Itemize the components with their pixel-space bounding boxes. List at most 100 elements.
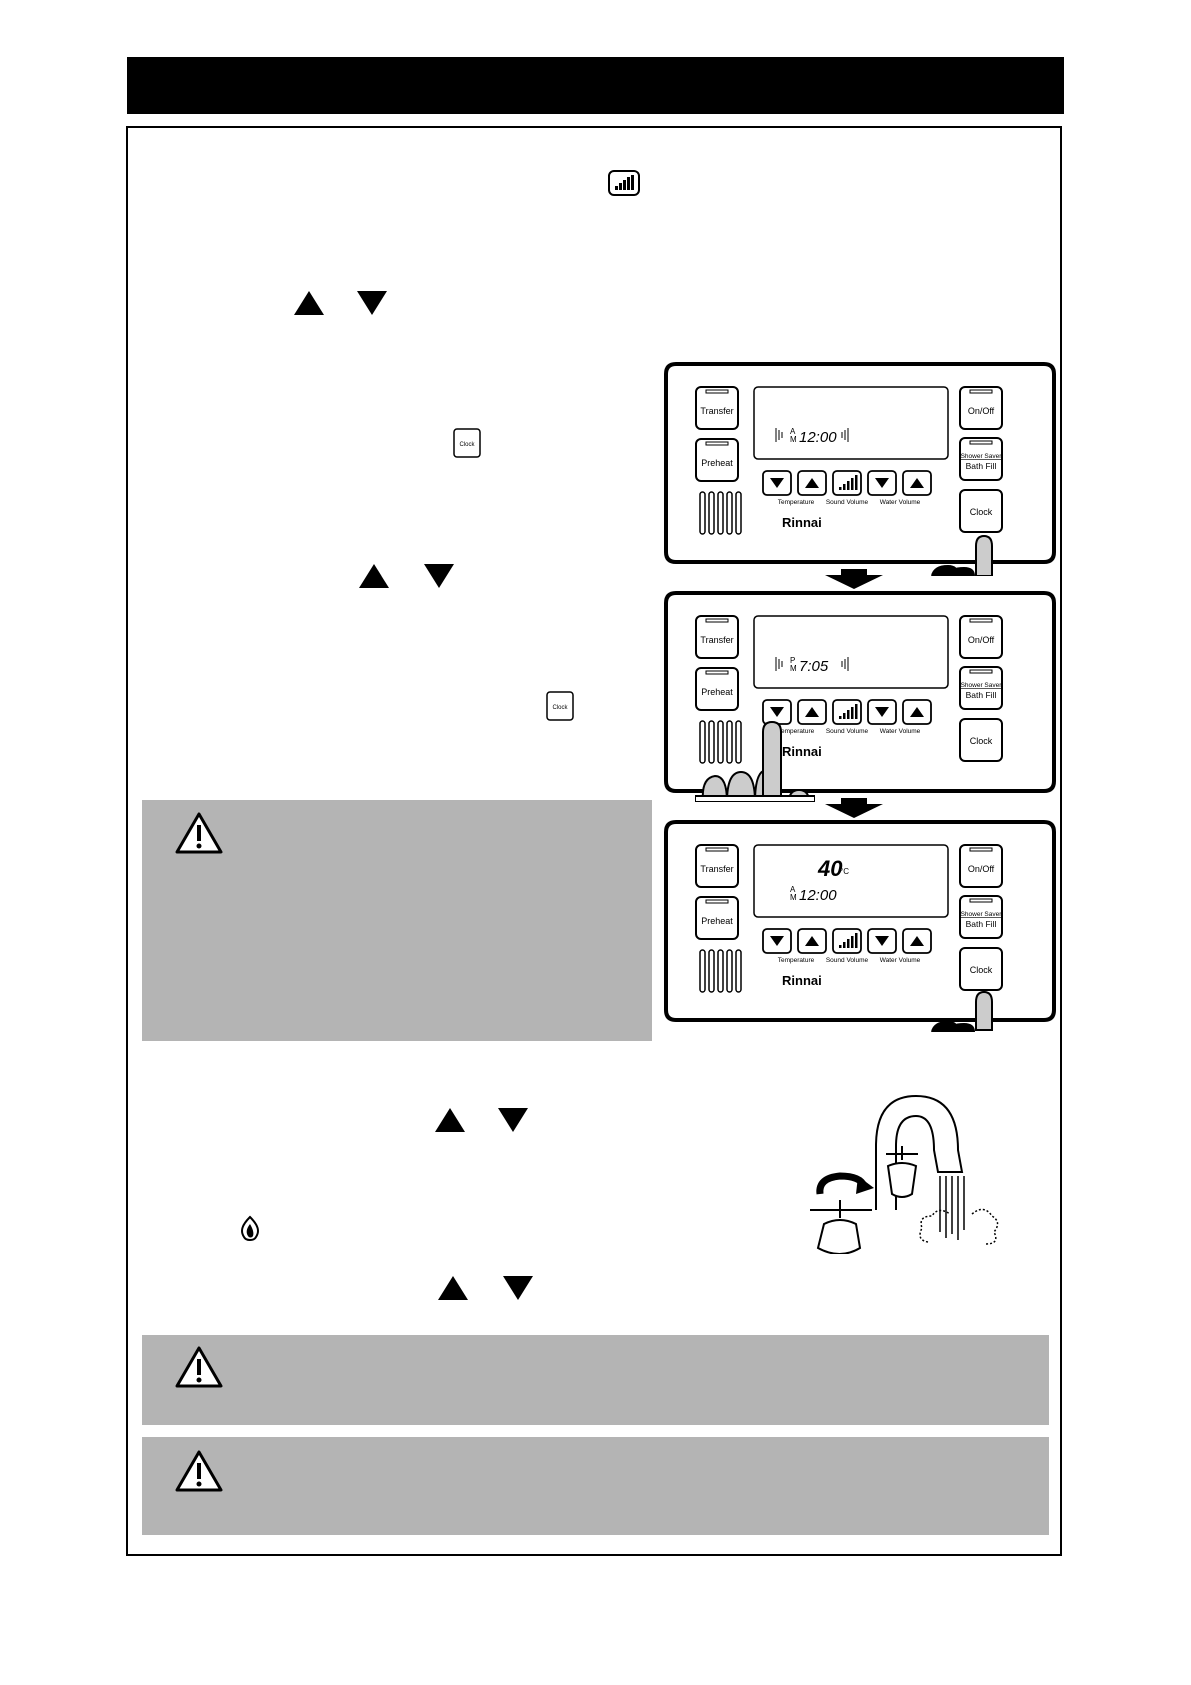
warning-box [142, 1335, 1049, 1425]
svg-text:On/Off: On/Off [968, 635, 995, 645]
water-volume-down-button[interactable] [867, 699, 897, 725]
svg-text:Bath Fill: Bath Fill [966, 461, 997, 471]
temperature-down-button[interactable] [762, 470, 792, 496]
water-volume-label: Water Volume [880, 499, 921, 506]
lcd-display: 40 °C A M 12:00 [753, 844, 949, 918]
temperature-up-button[interactable] [797, 699, 827, 725]
next-step-arrow-icon [825, 798, 883, 818]
lcd-display: A M 12:00 [753, 386, 949, 460]
water-volume-down-button[interactable] [867, 928, 897, 954]
water-volume-up-button[interactable] [902, 699, 932, 725]
temperature-label: Temperature [778, 499, 815, 506]
brand-logo: Rinnai [782, 515, 822, 530]
sound-volume-button[interactable] [832, 699, 862, 725]
preheat-button[interactable]: Preheat [695, 896, 739, 940]
svg-text:Shower Saver: Shower Saver [961, 911, 1003, 918]
blink-marks [775, 657, 849, 671]
svg-text:On/Off: On/Off [968, 864, 995, 874]
warning-triangle-icon [175, 1450, 223, 1492]
preheat-button[interactable]: Preheat [695, 438, 739, 482]
svg-text:Clock: Clock [970, 736, 993, 746]
bath-fill-button[interactable]: Shower Saver Bath Fill [959, 437, 1003, 481]
svg-text:Transfer: Transfer [700, 864, 733, 874]
bath-fill-button[interactable]: Shower Saver Bath Fill [959, 895, 1003, 939]
svg-text:Bath Fill: Bath Fill [966, 690, 997, 700]
page-header-bar [127, 57, 1064, 114]
clock-button-icon: Clock [546, 691, 574, 721]
warning-triangle-icon [175, 1346, 223, 1388]
svg-text:Clock: Clock [552, 705, 568, 711]
water-volume-up-button[interactable] [902, 470, 932, 496]
temperature-up-button[interactable] [797, 928, 827, 954]
svg-text:M: M [790, 435, 797, 444]
temperature-down-button[interactable] [762, 928, 792, 954]
clock-button-icon: Clock [453, 428, 481, 458]
controller-panel-1: Transfer Preheat A M 12:00 [664, 362, 1056, 582]
triangle-up-icon [294, 291, 324, 315]
svg-text:M: M [790, 893, 797, 902]
svg-text:°C: °C [840, 867, 849, 876]
next-step-arrow-icon [825, 569, 883, 589]
sound-volume-label: Sound Volume [826, 957, 869, 964]
burner-flame-icon [241, 1215, 259, 1241]
svg-text:P: P [790, 656, 795, 665]
triangle-down-icon [424, 564, 454, 588]
triangle-down-icon [498, 1108, 528, 1132]
clock-button[interactable]: Clock [959, 718, 1003, 762]
triangle-up-icon [438, 1276, 468, 1300]
clock-button[interactable]: Clock [959, 489, 1003, 533]
svg-text:40: 40 [817, 856, 843, 881]
svg-text:Clock: Clock [970, 965, 993, 975]
svg-text:Preheat: Preheat [701, 687, 733, 697]
svg-text:A: A [790, 427, 796, 436]
svg-text:Bath Fill: Bath Fill [966, 919, 997, 929]
preheat-button[interactable]: Preheat [695, 667, 739, 711]
speaker-grille [699, 949, 742, 993]
clock-button[interactable]: Clock [959, 947, 1003, 991]
onoff-button[interactable]: On/Off [959, 386, 1003, 430]
svg-text:M: M [790, 664, 797, 673]
lcd-display: P M 7:05 [753, 615, 949, 689]
svg-text:Transfer: Transfer [700, 635, 733, 645]
blink-marks [775, 428, 849, 442]
triangle-up-icon [435, 1108, 465, 1132]
svg-text:Shower Saver: Shower Saver [961, 453, 1003, 460]
hand-pressing-icon [695, 720, 815, 802]
svg-text:Shower Saver: Shower Saver [961, 682, 1003, 689]
speaker-grille [699, 491, 742, 535]
hot-water-tap-illustration [810, 1094, 999, 1254]
temperature-label: Temperature [778, 957, 815, 964]
svg-text:A: A [790, 885, 796, 894]
svg-text:12:00: 12:00 [799, 887, 837, 904]
transfer-button[interactable]: Transfer [695, 615, 739, 659]
svg-text:Transfer: Transfer [700, 406, 733, 416]
onoff-button[interactable]: On/Off [959, 615, 1003, 659]
warning-triangle-icon [175, 812, 223, 854]
svg-text:Preheat: Preheat [701, 458, 733, 468]
water-volume-down-button[interactable] [867, 470, 897, 496]
water-volume-up-button[interactable] [902, 928, 932, 954]
transfer-button[interactable]: Transfer [695, 844, 739, 888]
temperature-up-button[interactable] [797, 470, 827, 496]
content-frame [126, 126, 1062, 1556]
finger-pressing-icon [928, 761, 1008, 805]
triangle-down-icon [357, 291, 387, 315]
speaker-grille [699, 720, 742, 764]
sound-volume-label: Sound Volume [826, 499, 869, 506]
triangle-up-icon [359, 564, 389, 588]
onoff-button[interactable]: On/Off [959, 844, 1003, 888]
sound-volume-label: Sound Volume [826, 728, 869, 735]
svg-text:12:00: 12:00 [799, 429, 837, 446]
finger-pressing-icon [931, 990, 993, 1032]
sound-volume-icon [608, 170, 640, 196]
warning-box [142, 800, 652, 1041]
bath-fill-button[interactable]: Shower Saver Bath Fill [959, 666, 1003, 710]
brand-logo: Rinnai [782, 744, 822, 759]
sound-volume-button[interactable] [832, 470, 862, 496]
transfer-button[interactable]: Transfer [695, 386, 739, 430]
svg-text:Clock: Clock [459, 442, 475, 448]
sound-volume-button[interactable] [832, 928, 862, 954]
temperature-label: Temperature [778, 728, 815, 735]
finger-pressing-icon [931, 534, 993, 576]
svg-text:Clock: Clock [970, 507, 993, 517]
